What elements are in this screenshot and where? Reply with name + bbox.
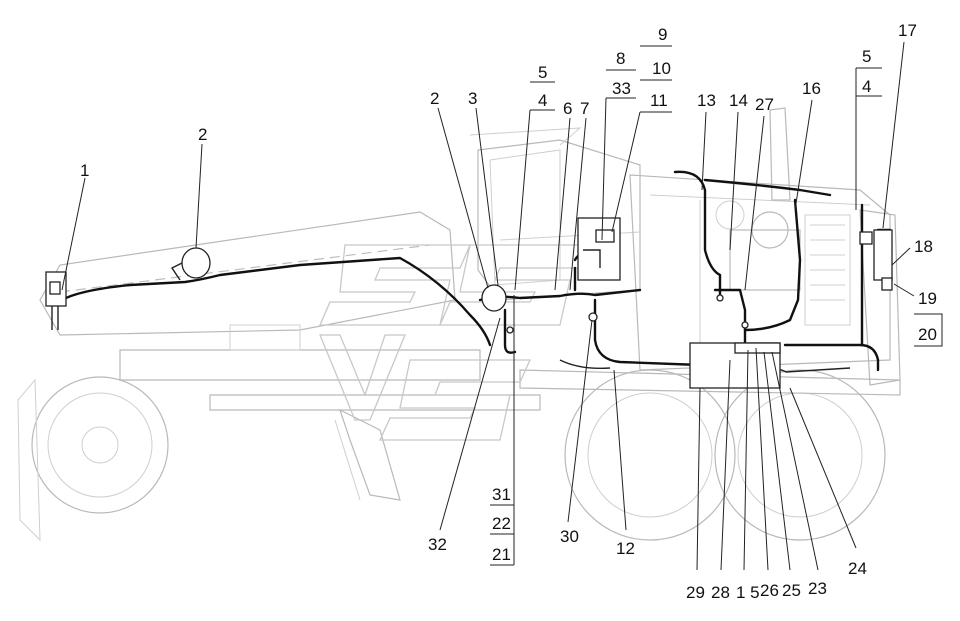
callout-12: 12 (616, 539, 635, 558)
callout-4-right: 4 (862, 77, 871, 96)
bracket-19-20 (914, 313, 943, 347)
callout-23: 23 (808, 579, 827, 598)
watermark-logo (319, 244, 591, 441)
callout-32: 32 (428, 535, 447, 554)
callout-2-right: 2 (430, 89, 439, 108)
callout-7: 7 (580, 99, 589, 118)
callout-27: 27 (755, 95, 774, 114)
callout-30: 30 (560, 527, 579, 546)
callout-33: 33 (612, 79, 631, 98)
callout-28: 28 (711, 583, 730, 602)
callout-10: 10 (652, 59, 671, 78)
callout-11: 11 (650, 91, 668, 110)
callout-26: 26 (760, 581, 779, 600)
callout-1: 1 (80, 161, 89, 180)
callout-29: 29 (686, 583, 705, 602)
callout-15: 1 5 (736, 583, 760, 602)
callout-4-left: 4 (538, 91, 547, 110)
callout-20: 20 (918, 325, 937, 344)
callout-numbers: 1 2 2 3 5 4 6 7 8 33 9 10 11 13 14 27 16… (80, 21, 937, 602)
leader-lines (61, 41, 942, 571)
callout-17: 17 (898, 21, 917, 40)
components (45, 217, 893, 389)
callout-3: 3 (468, 89, 477, 108)
callout-8: 8 (616, 49, 625, 68)
callout-9: 9 (658, 25, 667, 44)
callout-16: 16 (802, 79, 821, 98)
callout-2-left: 2 (198, 125, 207, 144)
vehicle-outline (17, 107, 901, 542)
callout-24: 24 (848, 559, 867, 578)
callout-25: 25 (782, 581, 801, 600)
callout-5-left: 5 (538, 63, 547, 82)
callout-6: 6 (563, 99, 572, 118)
callout-14: 14 (729, 91, 748, 110)
callout-19: 19 (918, 289, 937, 308)
callout-22: 22 (492, 514, 511, 533)
callout-31: 31 (492, 485, 511, 504)
callout-5-right: 5 (862, 47, 871, 66)
callout-18: 18 (914, 237, 933, 256)
callout-13: 13 (697, 91, 716, 110)
callout-21: 21 (492, 545, 511, 564)
